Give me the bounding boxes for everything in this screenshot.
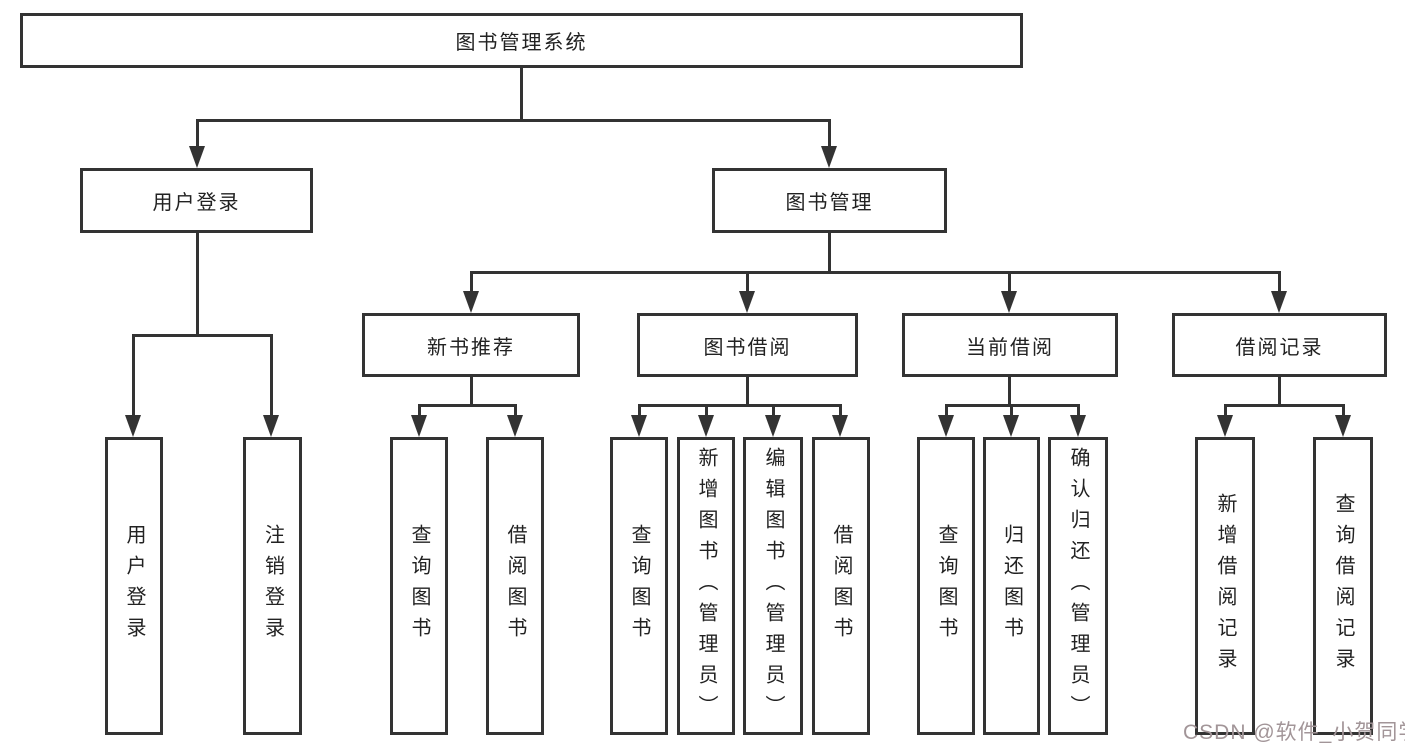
connector-line xyxy=(1008,377,1011,407)
leaf-borrow-query-books: 查询图书 xyxy=(610,437,668,735)
leaf-records-query-record-label: 查询借阅记录 xyxy=(1332,493,1354,679)
connector-line xyxy=(1077,404,1080,418)
connector-line xyxy=(945,404,948,418)
connector-line xyxy=(470,271,1281,274)
connector-line xyxy=(470,377,473,407)
arrow-down-icon xyxy=(189,146,205,168)
connector-line xyxy=(270,334,273,417)
arrow-down-icon xyxy=(463,291,479,313)
leaf-current-query-books: 查询图书 xyxy=(917,437,975,735)
arrow-down-icon xyxy=(1335,415,1351,437)
leaf-borrow-borrow-books-label: 借阅图书 xyxy=(830,524,852,648)
connector-line xyxy=(418,404,421,418)
leaf-records-query-record: 查询借阅记录 xyxy=(1313,437,1373,735)
leaf-records-add-record-label: 新增借阅记录 xyxy=(1214,493,1236,679)
connector-line xyxy=(196,119,831,122)
node-borrow-records: 借阅记录 xyxy=(1172,313,1387,377)
connector-line xyxy=(470,271,473,293)
node-root: 图书管理系统 xyxy=(20,13,1023,68)
connector-line xyxy=(1008,271,1011,293)
arrow-down-icon xyxy=(765,415,781,437)
node-book-borrow: 图书借阅 xyxy=(637,313,858,377)
connector-line xyxy=(1010,404,1013,418)
arrow-down-icon xyxy=(507,415,523,437)
node-borrow-records-label: 借阅记录 xyxy=(1235,336,1324,359)
node-new-book-recommend: 新书推荐 xyxy=(362,313,580,377)
arrow-down-icon xyxy=(1217,415,1233,437)
leaf-borrow-edit-books-admin-label: 编辑图书（管理员） xyxy=(762,446,784,726)
arrow-down-icon xyxy=(263,415,279,437)
connector-line xyxy=(828,233,831,274)
leaf-borrow-query-books-label: 查询图书 xyxy=(628,524,650,648)
leaf-newbook-query-books: 查询图书 xyxy=(390,437,448,735)
connector-line xyxy=(705,404,708,418)
arrow-down-icon xyxy=(631,415,647,437)
connector-line xyxy=(638,404,641,418)
leaf-newbook-borrow-books: 借阅图书 xyxy=(486,437,544,735)
leaf-records-add-record: 新增借阅记录 xyxy=(1195,437,1255,735)
connector-line xyxy=(638,404,842,407)
node-user-login: 用户登录 xyxy=(80,168,313,233)
connector-line xyxy=(839,404,842,418)
connector-line xyxy=(772,404,775,418)
node-user-login-label: 用户登录 xyxy=(152,192,241,214)
arrow-down-icon xyxy=(832,415,848,437)
connector-line xyxy=(746,271,749,293)
leaf-current-return-books-label: 归还图书 xyxy=(1000,524,1023,648)
leaf-borrow-edit-books-admin: 编辑图书（管理员） xyxy=(743,437,803,735)
node-current-borrow: 当前借阅 xyxy=(902,313,1118,377)
arrow-down-icon xyxy=(125,415,141,437)
arrow-down-icon xyxy=(739,291,755,313)
arrow-down-icon xyxy=(411,415,427,437)
arrow-down-icon xyxy=(821,146,837,168)
node-new-book-recommend-label: 新书推荐 xyxy=(427,336,515,359)
node-book-management: 图书管理 xyxy=(712,168,947,233)
arrow-down-icon xyxy=(1271,291,1287,313)
connector-line xyxy=(132,334,273,337)
leaf-current-query-books-label: 查询图书 xyxy=(935,524,957,648)
connector-line xyxy=(1278,377,1281,407)
node-root-label: 图书管理系统 xyxy=(455,32,588,54)
node-book-management-label: 图书管理 xyxy=(785,192,874,214)
connector-line xyxy=(196,119,199,150)
watermark: CSDN @软件_小贺同学 xyxy=(1183,721,1405,744)
connector-line xyxy=(828,119,831,150)
leaf-logout-label: 注销登录 xyxy=(261,524,284,648)
arrow-down-icon xyxy=(1003,415,1019,437)
connector-line xyxy=(746,377,749,407)
leaf-current-return-books: 归还图书 xyxy=(983,437,1040,735)
connector-line xyxy=(418,404,517,407)
arrow-down-icon xyxy=(938,415,954,437)
leaf-newbook-query-books-label: 查询图书 xyxy=(408,524,430,648)
leaf-borrow-add-books-admin-label: 新增图书（管理员） xyxy=(695,446,717,726)
leaf-user-login-label: 用户登录 xyxy=(123,524,145,648)
connector-line xyxy=(520,68,523,122)
arrow-down-icon xyxy=(1001,291,1017,313)
leaf-borrow-add-books-admin: 新增图书（管理员） xyxy=(677,437,735,735)
leaf-borrow-borrow-books: 借阅图书 xyxy=(812,437,870,735)
connector-line xyxy=(1224,404,1227,418)
leaf-newbook-borrow-books-label: 借阅图书 xyxy=(504,524,526,648)
connector-line xyxy=(1224,404,1344,407)
leaf-user-login: 用户登录 xyxy=(105,437,163,735)
leaf-current-confirm-return-admin-label: 确认归还（管理员） xyxy=(1067,446,1089,726)
connector-line xyxy=(196,233,199,337)
node-book-borrow-label: 图书借阅 xyxy=(703,336,792,359)
connector-line xyxy=(132,334,135,417)
arrow-down-icon xyxy=(698,415,714,437)
connector-line xyxy=(1342,404,1345,418)
arrow-down-icon xyxy=(1070,415,1086,437)
node-current-borrow-label: 当前借阅 xyxy=(966,336,1054,359)
leaf-logout: 注销登录 xyxy=(243,437,302,735)
connector-line xyxy=(1278,271,1281,293)
leaf-current-confirm-return-admin: 确认归还（管理员） xyxy=(1048,437,1108,735)
connector-line xyxy=(514,404,517,418)
